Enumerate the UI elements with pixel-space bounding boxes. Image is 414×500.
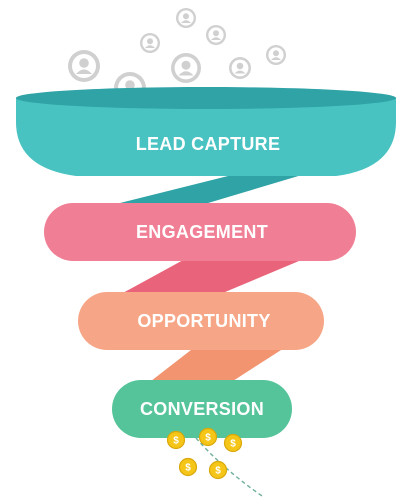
coin-symbol: $ [215, 466, 221, 477]
coin-symbol: $ [173, 436, 179, 447]
conversion-band [112, 380, 292, 438]
coin-symbol: $ [185, 463, 191, 474]
stage-label: LEAD CAPTURE [136, 134, 281, 154]
funnel-mouth-rim [16, 87, 396, 109]
user-icon [266, 45, 286, 65]
connector-engagement-opportunity [110, 253, 318, 300]
stage-engagement: ENGAGEMENT [44, 203, 356, 261]
lead-capture-band [16, 98, 396, 176]
coin-icon: $ [208, 460, 228, 480]
coin-icon: $ [223, 433, 243, 453]
stage-label: ENGAGEMENT [136, 222, 268, 242]
user-icon [229, 57, 251, 79]
user-icon [206, 25, 226, 45]
engagement-band [44, 203, 356, 261]
user-icon [68, 50, 100, 82]
user-icon [176, 8, 196, 28]
user-icon [171, 53, 201, 83]
coin-symbol: $ [205, 433, 211, 444]
stage-opportunity: OPPORTUNITY [78, 292, 324, 350]
opportunity-band [78, 292, 324, 350]
coin-icon: $ [178, 457, 198, 477]
dashed-path-line [195, 437, 263, 497]
user-icon [140, 33, 160, 53]
stage-lead-capture: LEAD CAPTURE [16, 87, 396, 176]
stage-conversion: CONVERSION [112, 380, 292, 438]
coin-icon: $ [166, 430, 186, 450]
coins-group: $ $ $ $ $ [166, 427, 243, 480]
stage-label: OPPORTUNITY [137, 311, 270, 331]
connector-opportunity-conversion [142, 343, 292, 388]
coin-symbol: $ [230, 439, 236, 450]
coin-icon: $ [198, 427, 218, 447]
funnel-connectors [84, 160, 352, 388]
stage-label: CONVERSION [140, 399, 264, 419]
